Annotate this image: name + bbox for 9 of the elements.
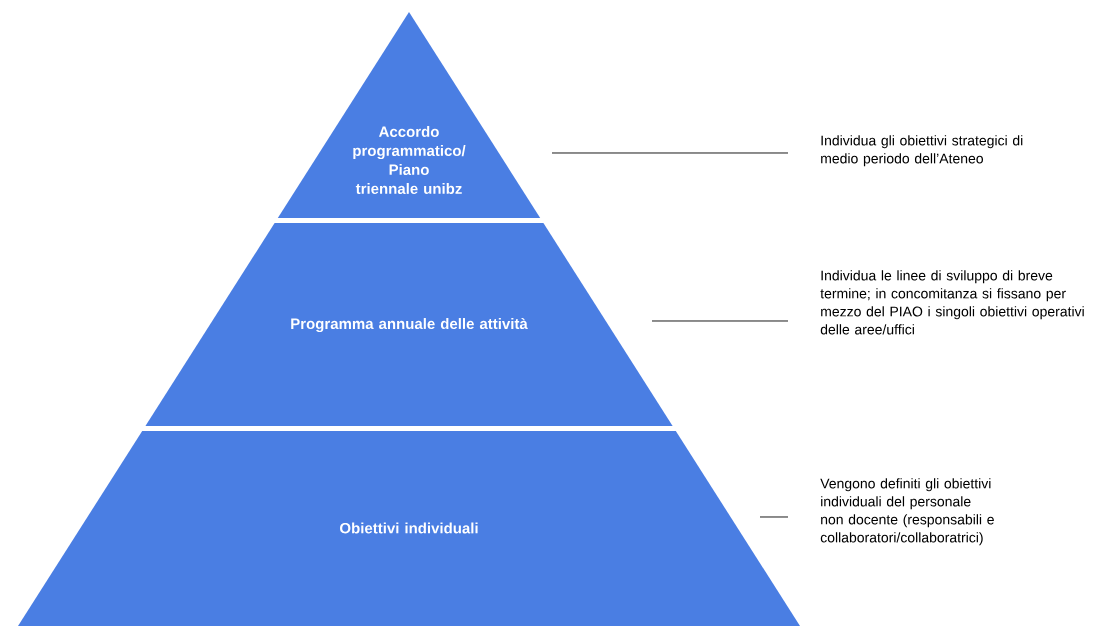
pyramid-tier: Accordo programmatico/ Piano triennale unibz [277, 12, 541, 218]
description-text: Individua le linee di sviluppo di breve termine; in concomitanza si fissano per mezzo del PIAO i singoli obiettivi operativi delle aree/uffici [820, 270, 1084, 335]
connector-line [551, 152, 789, 154]
description-text: Vengono definiti gli obiettivi individuali del personale non docente (responsabili e collaboratori/collaboratrici) [820, 478, 994, 546]
description-text: Individua gli obiettivi strategici di medio periodo dell’Ateneo [821, 135, 1023, 167]
pyramid-tier: Obiettivi individuali [18, 431, 800, 626]
pyramid-tier: Programma annuale delle attività [145, 223, 673, 426]
connector-line [759, 516, 789, 518]
connector-line [651, 320, 789, 322]
